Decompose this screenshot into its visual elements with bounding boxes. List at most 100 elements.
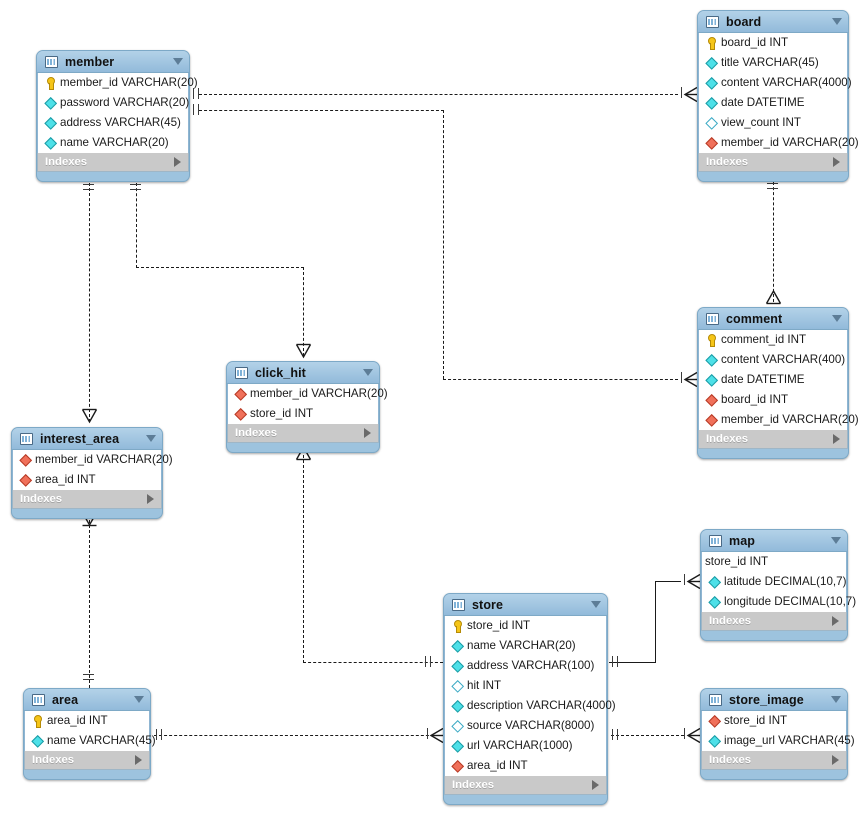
column-label: address VARCHAR(100) bbox=[467, 659, 595, 673]
foreign-key-icon bbox=[705, 414, 717, 427]
table-column[interactable]: longitude DECIMAL(10,7) bbox=[702, 592, 856, 612]
indexes-section-area[interactable]: Indexes bbox=[24, 751, 150, 770]
table-column[interactable]: member_id VARCHAR(20) bbox=[699, 410, 859, 430]
table-column[interactable]: name VARCHAR(20) bbox=[445, 636, 606, 656]
indexes-section-click_hit[interactable]: Indexes bbox=[227, 424, 379, 443]
table-column[interactable]: store_id INT bbox=[445, 616, 606, 636]
table-column[interactable]: area_id INT bbox=[13, 470, 161, 490]
table-column[interactable]: member_id VARCHAR(20) bbox=[13, 450, 173, 470]
indexes-section-board[interactable]: Indexes bbox=[698, 153, 848, 172]
chevron-right-icon[interactable] bbox=[832, 755, 839, 765]
table-column[interactable]: board_id INT bbox=[699, 390, 847, 410]
chevron-down-icon[interactable] bbox=[832, 18, 842, 25]
table-column[interactable]: content VARCHAR(400) bbox=[699, 350, 847, 370]
chevron-right-icon[interactable] bbox=[592, 780, 599, 790]
table-column[interactable]: area_id INT bbox=[25, 711, 149, 731]
table-header-member[interactable]: member bbox=[37, 51, 189, 73]
table-header-map[interactable]: map bbox=[701, 530, 847, 552]
indexes-section-store[interactable]: Indexes bbox=[444, 776, 607, 795]
table-column[interactable]: date DATETIME bbox=[699, 93, 847, 113]
chevron-down-icon[interactable] bbox=[591, 601, 601, 608]
table-column[interactable]: content VARCHAR(4000) bbox=[699, 73, 852, 93]
chevron-down-icon[interactable] bbox=[831, 696, 841, 703]
table-columns-interest_area: member_id VARCHAR(20)area_id INT bbox=[12, 450, 173, 490]
table-column[interactable]: password VARCHAR(20) bbox=[38, 93, 189, 113]
table-column[interactable]: latitude DECIMAL(10,7) bbox=[702, 572, 846, 592]
table-column[interactable]: member_id VARCHAR(20) bbox=[38, 73, 198, 93]
table-header-click_hit[interactable]: click_hit bbox=[227, 362, 379, 384]
chevron-down-icon[interactable] bbox=[134, 696, 144, 703]
table-header-store_image[interactable]: store_image bbox=[701, 689, 847, 711]
column-label: address VARCHAR(45) bbox=[60, 116, 181, 130]
table-name-label: click_hit bbox=[255, 365, 306, 380]
chevron-down-icon[interactable] bbox=[363, 369, 373, 376]
indexes-section-store_image[interactable]: Indexes bbox=[701, 751, 847, 770]
table-column[interactable]: store_id INT bbox=[702, 552, 846, 572]
column-label: store_id INT bbox=[705, 555, 769, 569]
table-icon bbox=[235, 366, 248, 379]
chevron-right-icon[interactable] bbox=[832, 616, 839, 626]
indexes-label: Indexes bbox=[709, 615, 752, 627]
chevron-right-icon[interactable] bbox=[147, 494, 154, 504]
table-column[interactable]: description VARCHAR(4000) bbox=[445, 696, 616, 716]
table-column[interactable]: board_id INT bbox=[699, 33, 847, 53]
table-column[interactable]: address VARCHAR(100) bbox=[445, 656, 606, 676]
indexes-label: Indexes bbox=[45, 156, 88, 168]
column-icon bbox=[708, 576, 720, 589]
column-label: image_url VARCHAR(45) bbox=[724, 734, 855, 748]
foreign-key-icon bbox=[451, 760, 463, 773]
column-icon bbox=[451, 660, 463, 673]
table-name-label: map bbox=[729, 533, 756, 548]
column-label: area_id INT bbox=[47, 714, 108, 728]
table-column[interactable]: address VARCHAR(45) bbox=[38, 113, 188, 133]
table-column[interactable]: store_id INT bbox=[702, 711, 846, 731]
table-name-label: member bbox=[65, 54, 115, 69]
table-map[interactable]: map store_id INT latitude DECIMAL(10,7)lon… bbox=[700, 529, 856, 641]
foreign-key-icon bbox=[19, 474, 31, 487]
table-column[interactable]: area_id INT bbox=[445, 756, 606, 776]
indexes-section-interest_area[interactable]: Indexes bbox=[12, 490, 162, 509]
table-header-store[interactable]: store bbox=[444, 594, 607, 616]
table-column[interactable]: source VARCHAR(8000) bbox=[445, 716, 606, 736]
table-column[interactable]: name VARCHAR(20) bbox=[38, 133, 188, 153]
indexes-section-map[interactable]: Indexes bbox=[701, 612, 847, 631]
table-header-interest_area[interactable]: interest_area bbox=[12, 428, 162, 450]
chevron-down-icon[interactable] bbox=[832, 315, 842, 322]
table-columns-area: area_id INT name VARCHAR(45) bbox=[24, 711, 156, 751]
chevron-down-icon[interactable] bbox=[831, 537, 841, 544]
indexes-section-comment[interactable]: Indexes bbox=[698, 430, 848, 449]
chevron-down-icon[interactable] bbox=[146, 435, 156, 442]
table-header-comment[interactable]: comment bbox=[698, 308, 848, 330]
table-column[interactable]: store_id INT bbox=[228, 404, 378, 424]
table-click_hit[interactable]: click_hit member_id VARCHAR(20)store_id I… bbox=[226, 361, 388, 453]
table-column[interactable]: name VARCHAR(45) bbox=[25, 731, 156, 751]
table-column[interactable]: view_count INT bbox=[699, 113, 847, 133]
table-column[interactable]: date DATETIME bbox=[699, 370, 847, 390]
table-column[interactable]: hit INT bbox=[445, 676, 606, 696]
chevron-right-icon[interactable] bbox=[364, 428, 371, 438]
table-header-board[interactable]: board bbox=[698, 11, 848, 33]
chevron-right-icon[interactable] bbox=[833, 157, 840, 167]
chevron-right-icon[interactable] bbox=[135, 755, 142, 765]
indexes-label: Indexes bbox=[706, 433, 749, 445]
table-column[interactable]: comment_id INT bbox=[699, 330, 847, 350]
table-header-area[interactable]: area bbox=[24, 689, 150, 711]
indexes-section-member[interactable]: Indexes bbox=[37, 153, 189, 172]
table-column[interactable]: member_id VARCHAR(20) bbox=[228, 384, 388, 404]
chevron-right-icon[interactable] bbox=[833, 434, 840, 444]
column-label: member_id VARCHAR(20) bbox=[60, 76, 198, 90]
chevron-down-icon[interactable] bbox=[173, 58, 183, 65]
table-member[interactable]: member member_id VARCHAR(20) password VARC… bbox=[36, 50, 198, 182]
table-column[interactable]: member_id VARCHAR(20) bbox=[699, 133, 859, 153]
table-column[interactable]: image_url VARCHAR(45) bbox=[702, 731, 855, 751]
table-column[interactable]: url VARCHAR(1000) bbox=[445, 736, 606, 756]
table-area[interactable]: area area_id INT name VARCHAR(45)Indexes bbox=[23, 688, 156, 780]
column-icon bbox=[705, 77, 717, 90]
chevron-right-icon[interactable] bbox=[174, 157, 181, 167]
table-column[interactable]: title VARCHAR(45) bbox=[699, 53, 847, 73]
